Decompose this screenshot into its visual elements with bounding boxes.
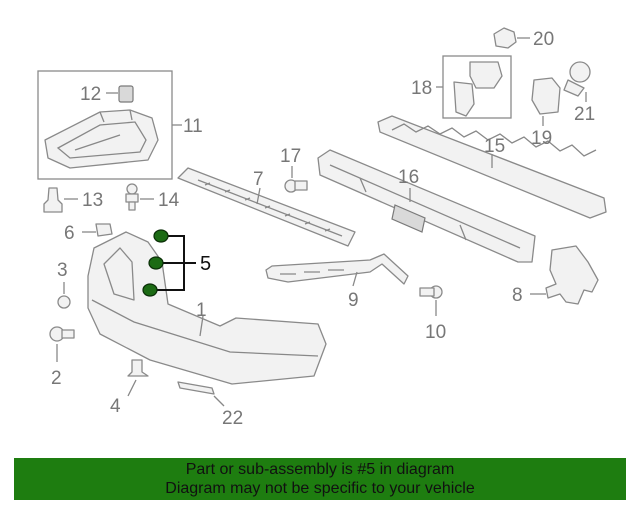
callout-1: 1 bbox=[196, 300, 207, 321]
callout-6: 6 bbox=[64, 223, 75, 244]
grommet-upper bbox=[153, 229, 169, 243]
callout-10: 10 bbox=[425, 322, 446, 343]
part-2-screw bbox=[49, 326, 75, 362]
part-10-bolt bbox=[419, 285, 443, 316]
callout-18: 18 bbox=[411, 78, 432, 99]
callout-16: 16 bbox=[398, 167, 419, 188]
part-22-reflector bbox=[177, 381, 225, 407]
callout-4: 4 bbox=[110, 396, 121, 417]
callout-5: 5 bbox=[200, 253, 211, 275]
part-4-clip bbox=[127, 359, 149, 397]
callout-15: 15 bbox=[484, 136, 505, 157]
part-17-bolt bbox=[284, 166, 308, 193]
callout-8: 8 bbox=[512, 285, 523, 306]
notice-line-1: Part or sub-assembly is #5 in diagram bbox=[185, 461, 455, 478]
part-6-clip bbox=[82, 223, 113, 237]
part-19 bbox=[531, 77, 561, 126]
callout-17: 17 bbox=[280, 146, 301, 167]
notice-line-2: Diagram may not be specific to your vehi… bbox=[165, 480, 475, 497]
notice-banner: Part or sub-assembly is #5 in diagram Di… bbox=[14, 458, 626, 500]
grommet-middle bbox=[148, 256, 164, 270]
callout-22: 22 bbox=[222, 408, 243, 429]
part-16-beam bbox=[317, 149, 536, 263]
callout-14: 14 bbox=[158, 190, 180, 211]
part-8-bracket bbox=[530, 245, 599, 305]
callout-9: 9 bbox=[348, 290, 359, 311]
part-7-garnish bbox=[177, 167, 356, 247]
part-11-group bbox=[37, 70, 182, 180]
part-13-clip bbox=[43, 187, 78, 213]
part-15-absorber bbox=[377, 115, 607, 219]
part-3-clip bbox=[57, 282, 71, 309]
callout-20: 20 bbox=[533, 29, 554, 50]
callout-12: 12 bbox=[80, 84, 101, 105]
part-14-screw bbox=[125, 183, 154, 211]
part-18-sensor-group bbox=[436, 55, 512, 119]
callout-19: 19 bbox=[531, 128, 552, 149]
part-1-bumper-cover bbox=[87, 231, 327, 385]
part-5-grommets bbox=[142, 229, 196, 297]
grommet-lower bbox=[142, 283, 158, 297]
callout-21: 21 bbox=[574, 104, 595, 125]
callout-3: 3 bbox=[57, 260, 68, 281]
part-9-bracket bbox=[265, 253, 409, 287]
callout-11: 11 bbox=[183, 116, 203, 137]
callout-2: 2 bbox=[51, 368, 62, 389]
part-20 bbox=[493, 27, 530, 49]
callout-13: 13 bbox=[82, 190, 103, 211]
callout-7: 7 bbox=[253, 169, 264, 190]
part-21 bbox=[563, 61, 591, 102]
